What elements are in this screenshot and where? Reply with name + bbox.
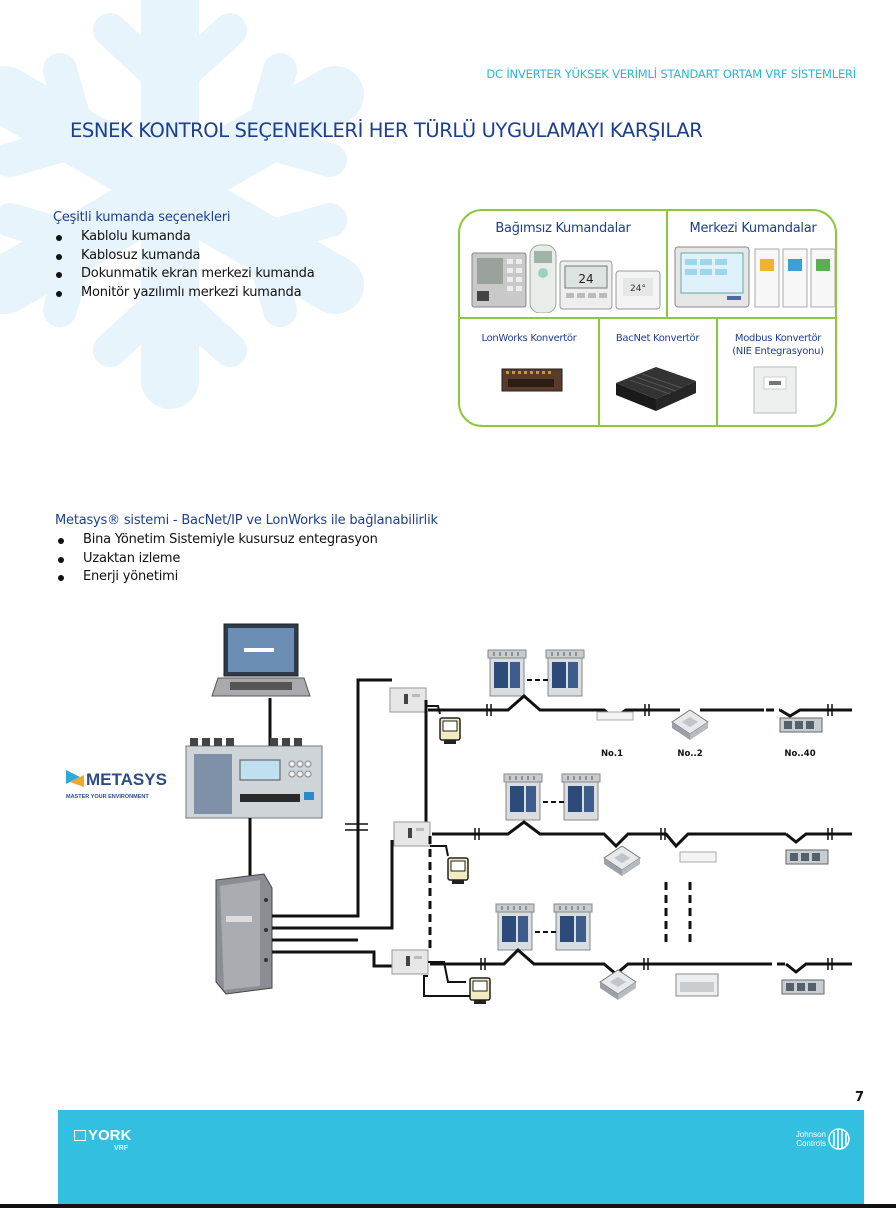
central-controllers-image: [674, 246, 835, 308]
list-item: Uzaktan izleme: [55, 550, 378, 569]
list-item: Kablolu kumanda: [53, 228, 314, 247]
metasys-logo-icon: [66, 770, 80, 784]
york-logo-subtext: VRF: [114, 1145, 128, 1152]
modbus-converter-label: Modbus Konvertör: [734, 333, 822, 344]
svg-text:24°: 24°: [630, 284, 646, 294]
unit-label-no40: No..40: [784, 749, 815, 759]
section-title-control-options: Çeşitli kumanda seçenekleri: [53, 210, 231, 225]
metasys-logo-text: METASYS: [86, 770, 167, 789]
metasys-controller-image: [185, 738, 323, 819]
jc-logo-line1: Johnson: [795, 1130, 826, 1139]
list-item: Enerji yönetimi: [55, 568, 378, 587]
network-engine-image: [215, 873, 273, 995]
central-controls-heading: Merkezi Kumandalar: [689, 221, 817, 236]
lonworks-converter-image: [501, 368, 563, 392]
page-title: ESNEK KONTROL SEÇENEKLERİ HER TÜRLÜ UYGU…: [70, 119, 703, 142]
footer-band: YORK VRF Johnson Controls: [58, 1110, 864, 1204]
system-diagram: METASYS MASTER YOUR ENVIRONMENT No.1 No.…: [66, 623, 852, 1005]
metasys-features-list: Bina Yönetim Sistemiyle kusursuz entegra…: [55, 531, 378, 587]
snowflake-watermark: [0, 0, 364, 409]
metasys-logo-accent-icon: [70, 775, 84, 787]
johnson-controls-mark-icon: [828, 1128, 850, 1150]
panel-divider: [460, 317, 835, 319]
york-logo-text: YORK: [88, 1127, 132, 1144]
johnson-controls-logo: Johnson Controls: [795, 1128, 850, 1150]
list-item: Bina Yönetim Sistemiyle kusursuz entegra…: [55, 531, 378, 550]
unit-label-no1: No.1: [601, 749, 623, 759]
bacnet-converter-label: BacNet Konvertör: [615, 333, 700, 344]
lonworks-converter-label: LonWorks Konvertör: [481, 333, 577, 344]
jc-logo-line2: Controls: [796, 1139, 826, 1148]
control-options-panel: Bağımsız Kumandalar Merkezi Kumandalar 2…: [458, 209, 837, 427]
panel-divider: [666, 211, 668, 317]
panel-divider: [716, 317, 718, 425]
unit-label-no2: No..2: [677, 749, 702, 759]
control-options-list: Kablolu kumanda Kablosuz kumanda Dokunma…: [53, 228, 315, 303]
page-number: 7: [854, 1090, 864, 1105]
panel-divider: [598, 317, 600, 425]
bottom-rule: [0, 1204, 896, 1208]
list-item: Kablosuz kumanda: [53, 247, 314, 266]
metasys-tagline: MASTER YOUR ENVIRONMENT: [66, 794, 149, 800]
modbus-converter-image: [753, 366, 797, 414]
document-header-line: DC İNVERTER YÜKSEK VERİMLİ STANDART ORTA…: [486, 67, 856, 81]
list-item: Dokunmatik ekran merkezi kumanda: [53, 265, 315, 284]
york-logo-icon: [74, 1130, 86, 1141]
section-title-metasys: Metasys® sistemi - BacNet/IP ve LonWorks…: [55, 513, 438, 528]
laptop-image: [211, 623, 311, 697]
list-item: Monitör yazılımlı merkezi kumanda: [53, 284, 314, 303]
bacnet-converter-image: [616, 367, 696, 411]
york-logo: YORK: [74, 1128, 131, 1143]
remote-controllers-image: 24 24°: [471, 244, 661, 313]
independent-controls-heading: Bağımsız Kumandalar: [495, 221, 631, 236]
remote-display-value: 24: [578, 272, 593, 286]
modbus-converter-sublabel: (NIE Entegrasyonu): [732, 346, 824, 357]
